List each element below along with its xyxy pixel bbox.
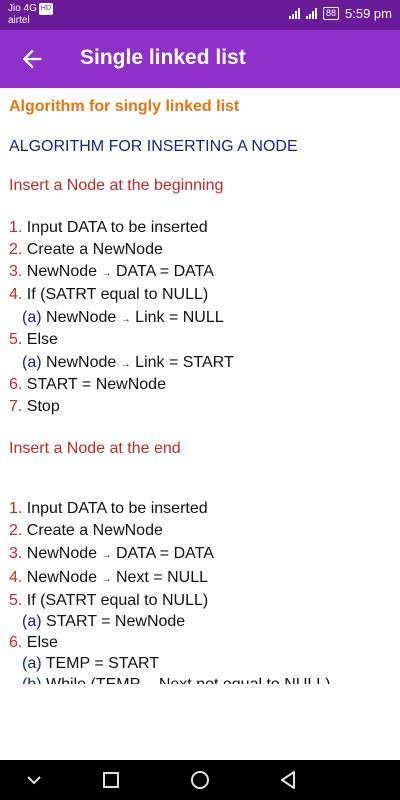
- hd-badge: HD: [38, 3, 54, 15]
- arrow-icon: →: [120, 314, 131, 325]
- list-item: 4. If (SATRT equal to NULL): [9, 286, 209, 303]
- chevron-down-icon[interactable]: [22, 768, 46, 792]
- list-item: 3. NewNode → DATA = DATA: [9, 545, 214, 562]
- square-icon[interactable]: [99, 768, 123, 792]
- content-scroll-area[interactable]: Algorithm for singly linked list ALGORIT…: [0, 88, 400, 684]
- list-item: 2. Create a NewNode: [9, 522, 163, 539]
- app-bar: Single linked list: [0, 30, 400, 88]
- system-nav-bar: [0, 760, 400, 800]
- carrier-primary: Jio 4G: [8, 3, 37, 14]
- circle-icon[interactable]: [188, 768, 212, 792]
- list-item: 5. Else: [9, 331, 58, 348]
- list-item: (a) NewNode → Link = START: [22, 354, 234, 371]
- battery-icon: 88: [323, 7, 340, 20]
- list-item: 5. If (SATRT equal to NULL): [9, 592, 209, 609]
- subtitle-beginning: Insert a Node at the beginning: [9, 177, 224, 194]
- signal-icon: [289, 8, 300, 19]
- status-icons: 88 5:59 pm: [289, 6, 392, 21]
- list-item: 4. NewNode → Next = NULL: [9, 569, 208, 586]
- list-item: (a) START = NewNode: [22, 613, 186, 630]
- list-item: (b) While (TEMP → Next not equal to NULL…: [22, 676, 331, 684]
- list-item: 1. Input DATA to be inserted: [9, 219, 208, 236]
- list-item: 2. Create a NewNode: [9, 241, 163, 258]
- page-title: Single linked list: [80, 46, 246, 69]
- algorithm-title: Algorithm for singly linked list: [9, 98, 240, 115]
- signal-icon-2: [306, 8, 317, 19]
- section-title: ALGORITHM FOR INSERTING A NODE: [9, 138, 298, 155]
- list-item: 3. NewNode → DATA = DATA: [9, 263, 214, 280]
- carrier-secondary: airtel: [8, 15, 30, 26]
- clock: 5:59 pm: [345, 6, 392, 21]
- arrow-icon: →: [144, 681, 154, 684]
- back-arrow-icon[interactable]: [18, 45, 46, 73]
- arrow-icon: →: [120, 359, 131, 370]
- list-item: 6. Else: [9, 634, 58, 651]
- list-item: (a) TEMP = START: [22, 655, 160, 672]
- arrow-icon: →: [101, 550, 112, 561]
- list-item: 7. Stop: [9, 398, 60, 415]
- arrow-icon: →: [101, 574, 112, 585]
- subtitle-end: Insert a Node at the end: [9, 440, 181, 457]
- arrow-icon: →: [101, 268, 112, 279]
- triangle-back-icon[interactable]: [276, 768, 300, 792]
- list-item: 6. START = NewNode: [9, 376, 166, 393]
- list-item: 1. Input DATA to be inserted: [9, 500, 208, 517]
- list-item: (a) NewNode → Link = NULL: [22, 309, 224, 326]
